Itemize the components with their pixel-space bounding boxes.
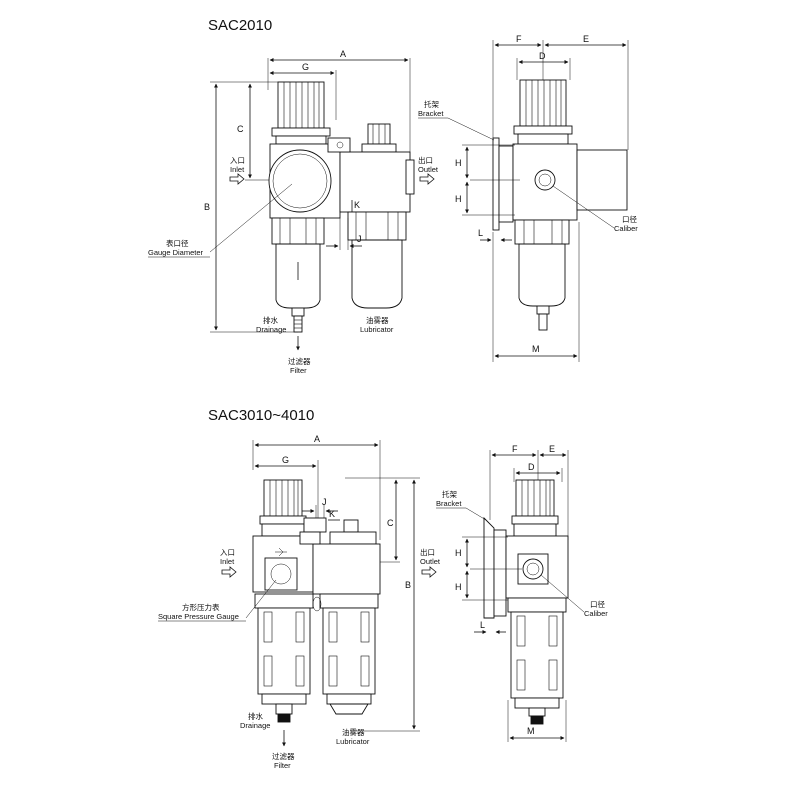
- filter-bowl-b: [254, 593, 314, 723]
- outlet-label-cn-b: 出口: [420, 547, 435, 557]
- dim-e-label-b: E: [549, 444, 555, 454]
- lubricator-bowl-b: [312, 593, 379, 715]
- dim-j-label: J: [357, 234, 362, 244]
- dim-h-label-upper-b: H: [455, 548, 462, 558]
- bracket-label-en: Bracket: [418, 109, 444, 118]
- inlet-arrow-icon: [229, 173, 245, 185]
- dim-a-label: A: [340, 49, 346, 59]
- caliber-port: [534, 169, 556, 191]
- regulator-knob-b: [259, 479, 307, 537]
- dim-h-label-upper: H: [455, 158, 462, 168]
- dim-j-label-b: J: [322, 497, 327, 507]
- lubricator-label-cn: 油雾器: [366, 315, 389, 325]
- frl-body-b: [252, 531, 381, 595]
- bracket-label-cn-b: 托架: [442, 489, 457, 499]
- outlet-arrow-icon-b: [421, 566, 437, 578]
- outlet-label-en: Outlet: [418, 165, 439, 174]
- gauge-label-cn-b: 方形压力表: [182, 602, 220, 612]
- lubricator-top-fitting: [361, 123, 397, 153]
- dim-d-label: D: [539, 51, 546, 61]
- sac3010-side-view: F E D H H: [436, 444, 608, 742]
- dim-f-label-b: F: [512, 444, 518, 454]
- bracket-label-cn: 托架: [424, 99, 439, 109]
- dim-c-label-b: C: [387, 518, 394, 528]
- dim-m-label-b: M: [527, 726, 535, 736]
- inlet-label-cn-b: 入口: [220, 548, 235, 557]
- dim-k-label-b: K: [329, 509, 335, 519]
- square-pressure-gauge: [264, 547, 298, 591]
- caliber-label-en: Caliber: [614, 224, 638, 233]
- dim-m-label: M: [532, 344, 540, 354]
- dim-l-label: L: [478, 228, 483, 238]
- mounting-bracket-b: [483, 516, 495, 619]
- lubricator-label-en-b: Lubricator: [336, 737, 370, 746]
- mounting-bracket: [492, 137, 500, 231]
- lubricator-bowl: [347, 211, 407, 309]
- filter-label-cn-b: 过滤器: [272, 751, 295, 761]
- caliber-label-en-b: Caliber: [584, 609, 608, 618]
- sac3010-title: SAC3010~4010: [208, 407, 314, 424]
- pressure-gauge: [268, 149, 332, 213]
- regulator-knob: [271, 81, 331, 145]
- outlet-label-cn: 出口: [418, 155, 433, 165]
- dim-g-label-b: G: [282, 455, 289, 465]
- drain-label-cn: 排水: [263, 315, 278, 325]
- caliber-port-b: [522, 558, 544, 580]
- dim-h-label-lower: H: [455, 194, 462, 204]
- dim-b-label: B: [204, 202, 210, 212]
- caliber-label-cn: 口径: [622, 214, 637, 224]
- outlet-arrow-icon: [419, 173, 435, 185]
- drain-label-cn-b: 排水: [248, 711, 263, 721]
- sac2010-side-view: F E D H H: [418, 34, 638, 362]
- sac2010-front-view: SAC2010 A G B C 入口 Inlet 出口 Outlet: [148, 17, 439, 375]
- caliber-label-cn-b: 口径: [590, 599, 605, 609]
- dim-b-label-b: B: [405, 580, 411, 590]
- inlet-label-cn: 入口: [230, 156, 245, 165]
- dim-g-label: G: [302, 62, 309, 72]
- sac3010-front-view: SAC3010~4010 A G J K C B: [158, 407, 441, 770]
- filter-label-en-b: Filter: [274, 761, 291, 770]
- drain-label-en-b: Drainage: [240, 721, 270, 730]
- bracket-label-en-b: Bracket: [436, 499, 462, 508]
- filter-label-en: Filter: [290, 366, 307, 375]
- dim-f-label: F: [516, 34, 522, 44]
- gauge-label-en: Gauge Diameter: [148, 248, 204, 257]
- filter-bowl: [271, 217, 325, 333]
- sac2010-title: SAC2010: [208, 17, 272, 34]
- side-gauge: [576, 149, 628, 211]
- drain-label-en: Drainage: [256, 325, 286, 334]
- dim-k-label: K: [354, 200, 360, 210]
- dim-a-label-b: A: [314, 434, 320, 444]
- dim-h-label-lower-b: H: [455, 582, 462, 592]
- inlet-label-en: Inlet: [230, 165, 245, 174]
- dim-e-label: E: [583, 34, 589, 44]
- inlet-arrow-icon-b: [221, 566, 237, 578]
- gauge-label-cn: 表口径: [166, 238, 189, 248]
- lubricator-label-cn-b: 油雾器: [342, 727, 365, 737]
- outlet-label-en-b: Outlet: [420, 557, 441, 566]
- lubricator-label-en: Lubricator: [360, 325, 394, 334]
- dim-c-label: C: [237, 124, 244, 134]
- dim-d-label-b: D: [528, 462, 535, 472]
- filter-label-cn: 过滤器: [288, 356, 311, 366]
- inlet-label-en-b: Inlet: [220, 557, 235, 566]
- dim-l-label-b: L: [480, 620, 485, 630]
- gauge-label-en-b: Square Pressure Gauge: [158, 612, 239, 621]
